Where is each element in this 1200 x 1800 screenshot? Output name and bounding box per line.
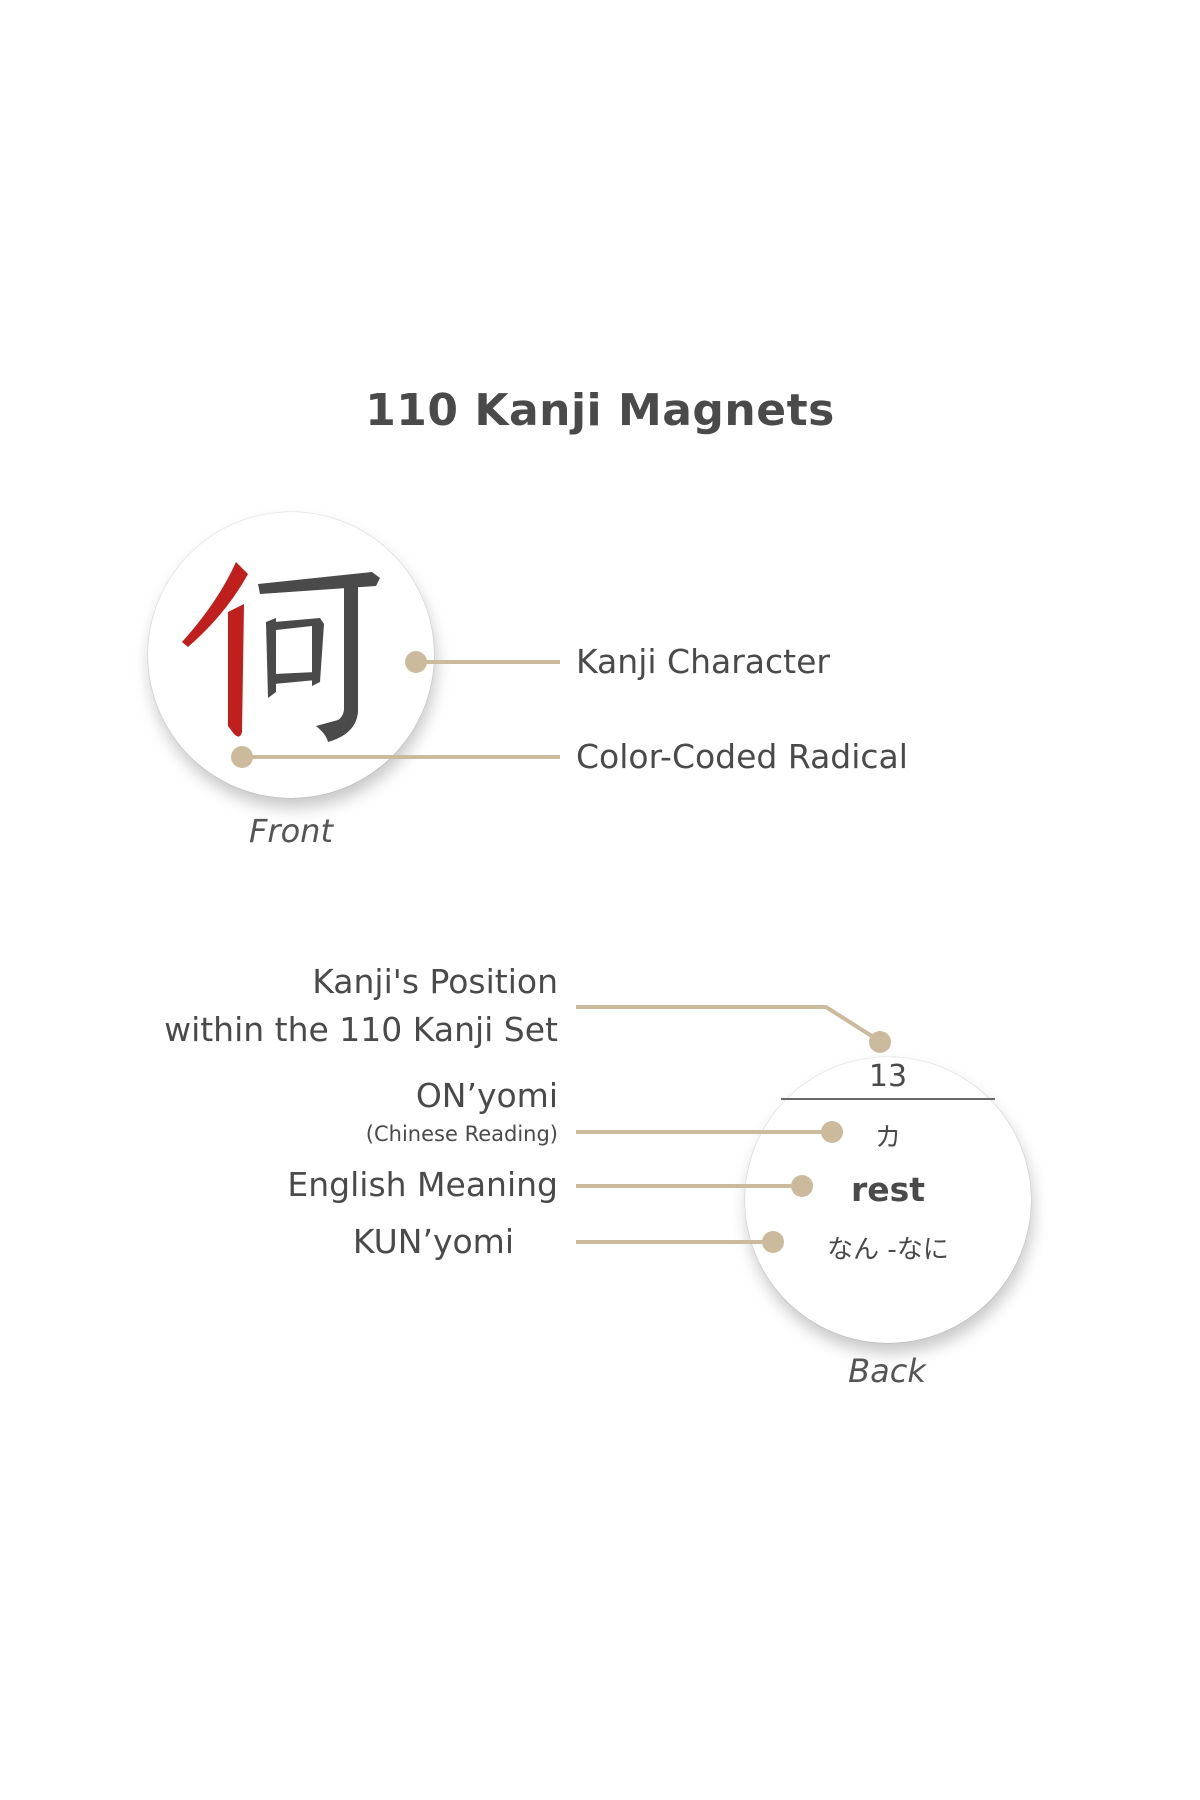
position-divider bbox=[781, 1098, 995, 1100]
label-onyomi: ON’yomi bbox=[415, 1076, 558, 1115]
position-number: 13 bbox=[868, 1059, 908, 1094]
kunyomi-reading: なん -なに bbox=[827, 1235, 949, 1265]
character-box bbox=[266, 618, 324, 698]
page-title: 110 Kanji Magnets bbox=[365, 385, 835, 436]
label-position-line2: within the 110 Kanji Set bbox=[164, 1010, 558, 1049]
onyomi-reading: カ bbox=[874, 1123, 901, 1153]
dot-position bbox=[869, 1031, 891, 1053]
front-magnet bbox=[148, 512, 434, 798]
character-hook bbox=[316, 576, 358, 742]
leader-position bbox=[576, 1005, 880, 1042]
label-kunyomi: KUN’yomi bbox=[352, 1222, 514, 1261]
label-position-line1: Kanji's Position bbox=[312, 962, 558, 1001]
back-caption: Back bbox=[848, 1352, 926, 1390]
radical-stroke-top bbox=[182, 562, 248, 647]
label-meaning: English Meaning bbox=[287, 1165, 558, 1204]
label-onyomi-sub: (Chinese Reading) bbox=[365, 1122, 558, 1146]
radical-stroke-vertical bbox=[228, 604, 244, 737]
label-radical: Color-Coded Radical bbox=[576, 737, 908, 776]
back-magnet: 13 カ rest なん -なに bbox=[745, 1057, 1031, 1343]
character-top-bar bbox=[258, 572, 380, 594]
label-kanji-character: Kanji Character bbox=[576, 642, 830, 681]
front-caption: Front bbox=[249, 812, 333, 850]
english-meaning: rest bbox=[850, 1170, 926, 1209]
kanji-glyph bbox=[182, 562, 380, 742]
